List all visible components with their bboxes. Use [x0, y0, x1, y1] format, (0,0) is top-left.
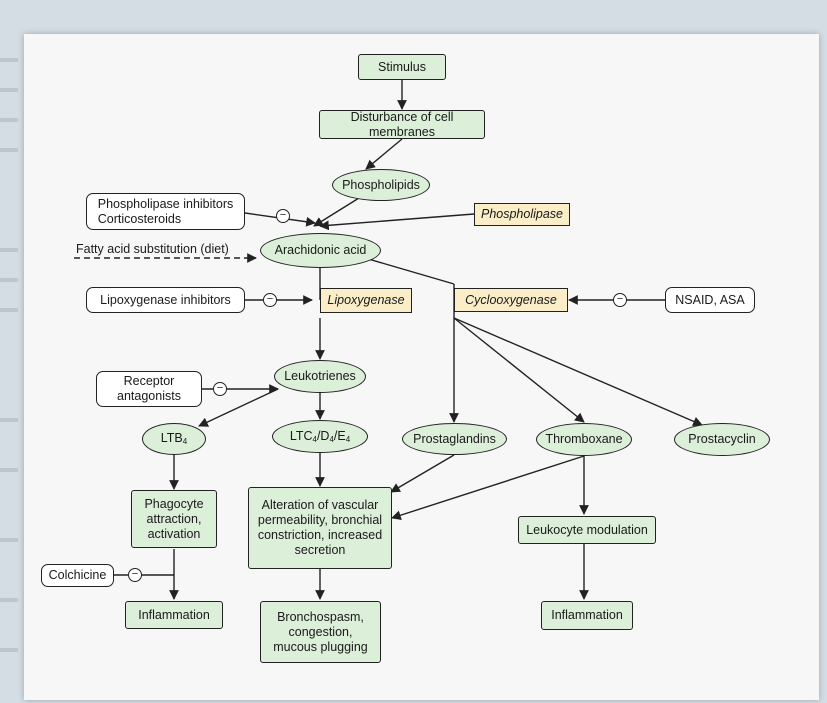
stimulus-label: Stimulus [378, 59, 426, 74]
prostaglandins-label: Prostaglandins [413, 431, 496, 446]
ltb4-oval: LTB4 [142, 423, 206, 455]
disturbance-box: Disturbance of cell membranes [319, 110, 485, 139]
colchicine-box: Colchicine [41, 564, 114, 587]
arrow-thromboxane-alteration [391, 455, 585, 520]
cyclooxygenase-box: Cyclooxygenase [454, 288, 568, 312]
arrow-phospholipase [319, 213, 475, 231]
line-arachidonic-cox [364, 257, 455, 285]
cyclooxygenase-label: Cyclooxygenase [465, 292, 557, 307]
phagocyte-box: Phagocyte attraction, activation [131, 490, 217, 548]
inflammation-left-label: Inflammation [138, 607, 210, 622]
arrow-to-prostacyclin [453, 317, 703, 427]
disturbance-label: Disturbance of cell membranes [350, 109, 454, 139]
diagram-page: Stimulus Disturbance of cell membranes P… [24, 34, 819, 700]
phospholipase-label: Phospholipase [480, 207, 563, 221]
leukocyte-modulation-label: Leukocyte modulation [526, 522, 648, 537]
inhibitor-symbol-colchicine-icon: − [128, 568, 142, 582]
leukotrienes-oval: Leukotrienes [274, 360, 366, 393]
arachidonic-acid-oval: Arachidonic acid [260, 233, 381, 268]
inhibitor-symbol-phospholipase-icon: − [276, 209, 290, 223]
nsaid-asa-box: NSAID, ASA [665, 287, 755, 313]
lipoxygenase-inhibitors-box: Lipoxygenase inhibitors [86, 287, 245, 313]
inhibitor-symbol-lipoxygenase-icon: − [263, 293, 277, 307]
colchicine-label: Colchicine [48, 568, 107, 582]
inflammation-right-box: Inflammation [541, 601, 633, 630]
arachidonic-acid-label: Arachidonic acid [274, 243, 367, 257]
lipoxygenase-inhibitors-label: Lipoxygenase inhibitors [100, 292, 231, 307]
alteration-box: Alteration of vascular permeability, bro… [248, 487, 392, 569]
flowchart-arrows [74, 79, 703, 600]
thromboxane-oval: Thromboxane [536, 423, 632, 456]
phospholipids-label: Phospholipids [342, 177, 420, 192]
phospholipids-oval: Phospholipids [332, 169, 430, 201]
ltb4-label: LTB4 [160, 431, 188, 447]
inhibitor-symbol-receptor-icon: − [213, 382, 227, 396]
receptor-antagonists-box: Receptor antagonists [96, 371, 202, 407]
lipoxygenase-box: Lipoxygenase [320, 288, 412, 313]
inhibitor-symbol-nsaid-icon: − [613, 293, 627, 307]
leukocyte-modulation-box: Leukocyte modulation [518, 516, 656, 544]
receptor-antagonists-label: Receptor antagonists [117, 374, 181, 403]
phospholipase-inhibitors-box: Phospholipase inhibitors Corticosteroids [86, 193, 245, 230]
phospholipase-inhibitors-label: Phospholipase inhibitors Corticosteroids [97, 196, 234, 226]
prostacyclin-label: Prostacyclin [688, 432, 756, 446]
bronchospasm-label: Bronchospasm, congestion, mucous pluggin… [273, 609, 368, 654]
lipoxygenase-label: Lipoxygenase [327, 293, 405, 307]
arrow-leukotrienes-ltb [198, 388, 279, 427]
bronchospasm-box: Bronchospasm, congestion, mucous pluggin… [260, 601, 381, 663]
phospholipase-box: Phospholipase [474, 203, 570, 226]
arrow-disturbance-phospholipids [365, 138, 403, 170]
leukotrienes-label: Leukotrienes [284, 369, 356, 383]
inflammation-right-label: Inflammation [551, 608, 623, 622]
thromboxane-label: Thromboxane [545, 432, 623, 446]
nsaid-asa-label: NSAID, ASA [675, 292, 745, 307]
prostaglandins-oval: Prostaglandins [402, 423, 507, 455]
inflammation-left-box: Inflammation [125, 601, 223, 629]
ltc4-d4-e4-oval: LTC4/D4/E4 [272, 420, 368, 453]
arrow-to-thromboxane [453, 317, 585, 423]
fatty-acid-label: Fatty acid substitution (diet) [76, 242, 229, 256]
alteration-label: Alteration of vascular permeability, bro… [257, 498, 383, 557]
arrow-phospholipids-arachidonic [313, 197, 360, 227]
prostacyclin-oval: Prostacyclin [674, 423, 770, 456]
ltc4-d4-e4-label: LTC4/D4/E4 [289, 428, 351, 444]
stimulus-box: Stimulus [358, 54, 446, 80]
phagocyte-label: Phagocyte attraction, activation [144, 496, 204, 541]
arrow-prostaglandins-alteration [390, 454, 455, 493]
